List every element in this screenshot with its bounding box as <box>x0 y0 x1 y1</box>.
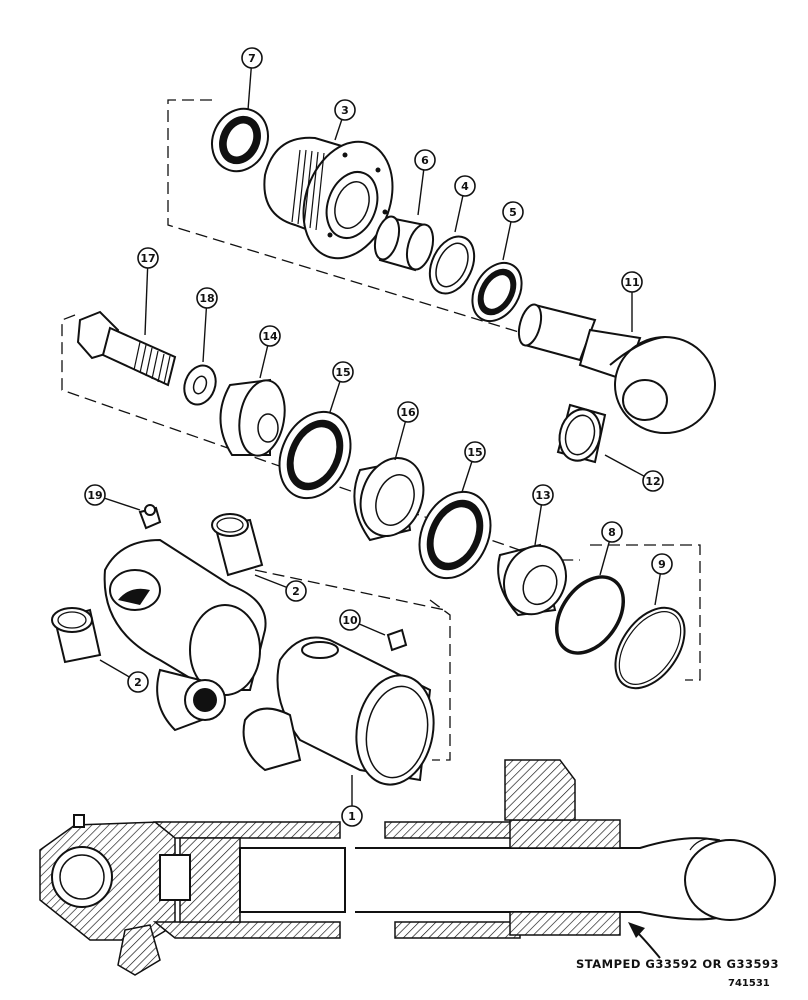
callout-circle <box>196 287 218 309</box>
callout-circle <box>127 671 149 693</box>
callout-circle <box>601 521 623 543</box>
part-10-set-screw <box>386 628 408 652</box>
callout-circle <box>414 149 436 171</box>
callout-number: 4 <box>461 180 469 193</box>
callout-circle <box>339 609 361 631</box>
callout-circle <box>454 175 476 197</box>
part-6-bushing <box>373 215 435 272</box>
callout-number: 10 <box>342 614 358 627</box>
callout-number: 17 <box>140 252 155 265</box>
callout-circle <box>341 805 363 827</box>
callout-circle <box>259 325 281 347</box>
assembled-cylinder-section <box>39 759 776 976</box>
callout-number: 15 <box>467 446 482 459</box>
callout-number: 7 <box>248 52 256 65</box>
callout-number: 13 <box>535 489 550 502</box>
callout-circle <box>464 441 486 463</box>
callout-number: 19 <box>87 489 102 502</box>
callout-circle <box>334 99 356 121</box>
callout-circle <box>621 271 643 293</box>
callout-number: 3 <box>341 104 349 117</box>
part-13-wear-ring <box>497 543 567 617</box>
callout-number: 18 <box>199 292 214 305</box>
callout-number: 8 <box>608 526 616 539</box>
callout-number: 6 <box>421 154 429 167</box>
stamp-arrow <box>628 922 661 959</box>
callout-number: 12 <box>645 475 660 488</box>
part-14-piston-nut <box>219 378 286 457</box>
callout-circle <box>241 47 263 69</box>
part-7-wiper-seal <box>211 107 269 173</box>
callout-circle <box>651 553 673 575</box>
callout-number: 15 <box>335 366 350 379</box>
callout-number: 11 <box>624 276 639 289</box>
callout-number: 16 <box>400 406 416 419</box>
callout-number: 1 <box>348 810 356 823</box>
part-9-backup-ring <box>614 606 686 690</box>
part-3-gland <box>263 136 394 260</box>
assembly-dashed-lines <box>61 99 701 761</box>
stamp-label: STAMPED G33592 OR G33593 <box>576 957 779 971</box>
callout-circle <box>137 247 159 269</box>
part-19-grease-fitting <box>138 504 162 530</box>
part-1-cylinder-barrel <box>242 636 435 786</box>
callout-number: 2 <box>292 585 300 598</box>
part-4-backup-ring <box>428 235 476 295</box>
part-18-washer <box>183 364 217 406</box>
callout-circle <box>397 401 419 423</box>
callout-number: 14 <box>262 330 278 343</box>
figure-number: 741531 <box>728 978 770 989</box>
callout-circle <box>332 361 354 383</box>
part-5-rod-seal <box>471 261 523 323</box>
callout-circle <box>502 201 524 223</box>
callout-circle <box>84 484 106 506</box>
callout-circle <box>642 470 664 492</box>
part-8-o-ring <box>554 575 626 655</box>
callout-number: 2 <box>134 676 142 689</box>
callout-circle <box>532 484 554 506</box>
part-15-piston-seal-upper <box>278 410 352 500</box>
callout-leader <box>144 257 149 336</box>
part-12-bushing <box>556 403 607 464</box>
part-11-piston-rod <box>517 303 716 434</box>
part-17-bolt <box>76 310 177 387</box>
part-2-bushing-lower <box>51 607 102 664</box>
part-2-bushing-upper <box>211 513 264 577</box>
part-15-piston-seal-lower <box>418 490 492 580</box>
callout-number: 9 <box>658 558 666 571</box>
callout-circle <box>285 580 307 602</box>
callout-group: 7 3 6 4 5 11 17 18 14 15 16 15 12 19 13 8 9 2 10 2 1 <box>84 47 673 827</box>
part-16-piston <box>353 457 425 542</box>
cylinder-base-clevis <box>103 538 267 732</box>
callout-number: 5 <box>509 206 517 219</box>
